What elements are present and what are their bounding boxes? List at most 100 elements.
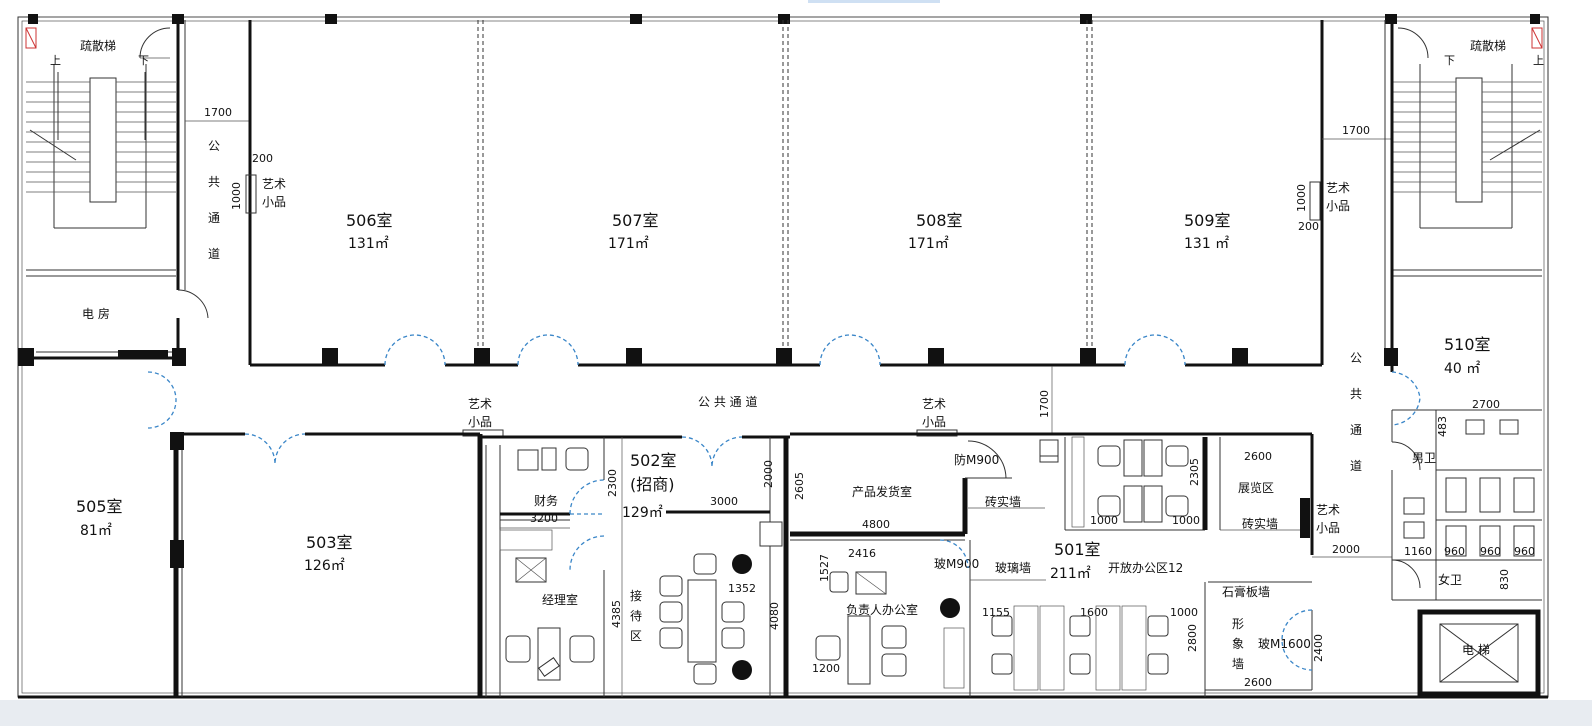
dim-1000-d: 1000	[1172, 514, 1200, 527]
room-510-name: 510室	[1444, 335, 1491, 354]
art-right-a: 艺术	[1326, 181, 1350, 195]
door-505-corridor	[147, 371, 177, 429]
finance-label: 财务	[534, 493, 558, 508]
dim-483: 483	[1436, 416, 1449, 437]
art-corridor-2a: 艺术	[922, 397, 946, 411]
room-507-area: 171㎡	[608, 236, 649, 252]
corridor-right-1: 公	[1350, 351, 1362, 365]
dim-1700-left: 1700	[204, 106, 232, 119]
corridor-right-3: 通	[1350, 423, 1362, 437]
dim-960-b: 960	[1480, 545, 1501, 558]
power-room-label: 电 房	[82, 306, 110, 321]
left-stair	[25, 27, 176, 277]
room-508-name: 508室	[916, 211, 963, 230]
room-503-area: 126㎡	[304, 558, 345, 574]
image-wall-3: 墙	[1232, 657, 1244, 671]
room-509-area: 131 ㎡	[1184, 236, 1229, 252]
elevator-label: 电 梯	[1462, 643, 1490, 657]
corridor-main-label: 公 共 通 道	[698, 395, 757, 409]
manager-label: 经理室	[542, 592, 578, 607]
dim-1000-c: 1000	[1090, 514, 1118, 527]
dim-1000-right: 1000	[1295, 184, 1308, 212]
corridor-left-4: 道	[208, 247, 220, 261]
dim-4385: 4385	[610, 600, 623, 628]
art-corridor-2b: 小品	[922, 415, 946, 429]
dim-2800: 2800	[1186, 624, 1199, 652]
reception-3: 区	[630, 629, 642, 643]
art-left-b: 小品	[262, 195, 286, 209]
stair-left-down: 下	[138, 54, 149, 67]
dim-1200: 1200	[812, 662, 840, 675]
product-room-label: 产品发货室	[852, 484, 912, 499]
dim-4800: 4800	[862, 518, 890, 531]
south-walls	[170, 432, 1314, 697]
corridor-right-4: 道	[1350, 459, 1362, 473]
dim-1000-e: 1000	[1170, 606, 1198, 619]
brick-wall-label-2: 砖实墙	[1242, 516, 1278, 531]
corridor-left-1: 公	[208, 139, 220, 153]
room-501-name: 501室	[1054, 540, 1101, 559]
stair-right-label: 疏散梯	[1470, 38, 1506, 53]
dim-960-a: 960	[1444, 545, 1465, 558]
suite-501-furniture	[815, 436, 1189, 691]
art-501-b: 小品	[1316, 521, 1340, 535]
room-502-area: 129㎡	[622, 505, 663, 521]
dim-2000-a: 2000	[762, 460, 775, 488]
dim-200-left: 200	[252, 152, 273, 165]
dim-4080: 4080	[768, 602, 781, 630]
corridor-left-3: 通	[208, 211, 220, 225]
art-corridor-1b: 小品	[468, 415, 492, 429]
dim-1352: 1352	[728, 582, 756, 595]
room-508-area: 171㎡	[908, 236, 949, 252]
dim-2600-b: 2600	[1244, 676, 1272, 689]
north-doors	[384, 334, 1186, 366]
image-wall-1: 形	[1232, 617, 1244, 631]
room-502-name: 502室	[630, 451, 677, 470]
right-core-walls	[1384, 20, 1421, 426]
dim-2700: 2700	[1472, 398, 1500, 411]
stair-left-up: 上	[50, 54, 61, 67]
men-wc-label: 男卫	[1412, 451, 1436, 465]
dim-960-c: 960	[1514, 545, 1535, 558]
boss-office-label: 负责人办公室	[846, 602, 918, 617]
dim-200-right: 200	[1298, 220, 1319, 233]
dim-1000-left: 1000	[230, 182, 243, 210]
art-corridor-1a: 艺术	[468, 397, 492, 411]
dim-1527: 1527	[818, 554, 831, 582]
dim-2416: 2416	[848, 547, 876, 560]
room-503-name: 503室	[306, 533, 353, 552]
dim-3000: 3000	[710, 495, 738, 508]
corridor-left-2: 共	[208, 175, 220, 189]
stair-right-up: 上	[1533, 54, 1544, 67]
room-505-area: 81㎡	[80, 523, 112, 539]
glass-wall-label: 玻璃墙	[995, 561, 1031, 575]
art-501-a: 艺术	[1316, 503, 1340, 517]
stair-right-down: 下	[1444, 54, 1455, 67]
room-506-name: 506室	[346, 211, 393, 230]
dim-830: 830	[1498, 569, 1511, 590]
women-wc-label: 女卫	[1438, 572, 1462, 587]
corridor-right-2: 共	[1350, 387, 1362, 401]
stair-left-label: 疏散梯	[80, 38, 116, 53]
image-wall-2: 象	[1232, 637, 1244, 651]
dim-2605: 2605	[793, 472, 806, 500]
top-columns	[28, 14, 1540, 24]
exhibit-label: 展览区	[1238, 480, 1274, 495]
room-505-name: 505室	[76, 497, 123, 516]
restrooms	[1391, 409, 1542, 601]
dim-1700-corridor: 1700	[1038, 390, 1051, 418]
elevator	[1417, 609, 1541, 697]
suite-502-furniture	[505, 447, 783, 685]
suite-502-walls	[499, 437, 770, 697]
dim-3200: 3200	[530, 512, 558, 525]
left-core-walls	[18, 20, 209, 366]
brick-wall-label-1: 砖实墙	[985, 494, 1021, 509]
top-tab	[808, 0, 940, 3]
reception-1: 接	[630, 588, 642, 603]
right-stair	[1392, 27, 1543, 277]
reception-2: 待	[630, 609, 642, 623]
room-509-name: 509室	[1184, 211, 1231, 230]
north-rooms-walls	[245, 20, 1324, 367]
room-510-area: 40 ㎡	[1444, 361, 1480, 377]
